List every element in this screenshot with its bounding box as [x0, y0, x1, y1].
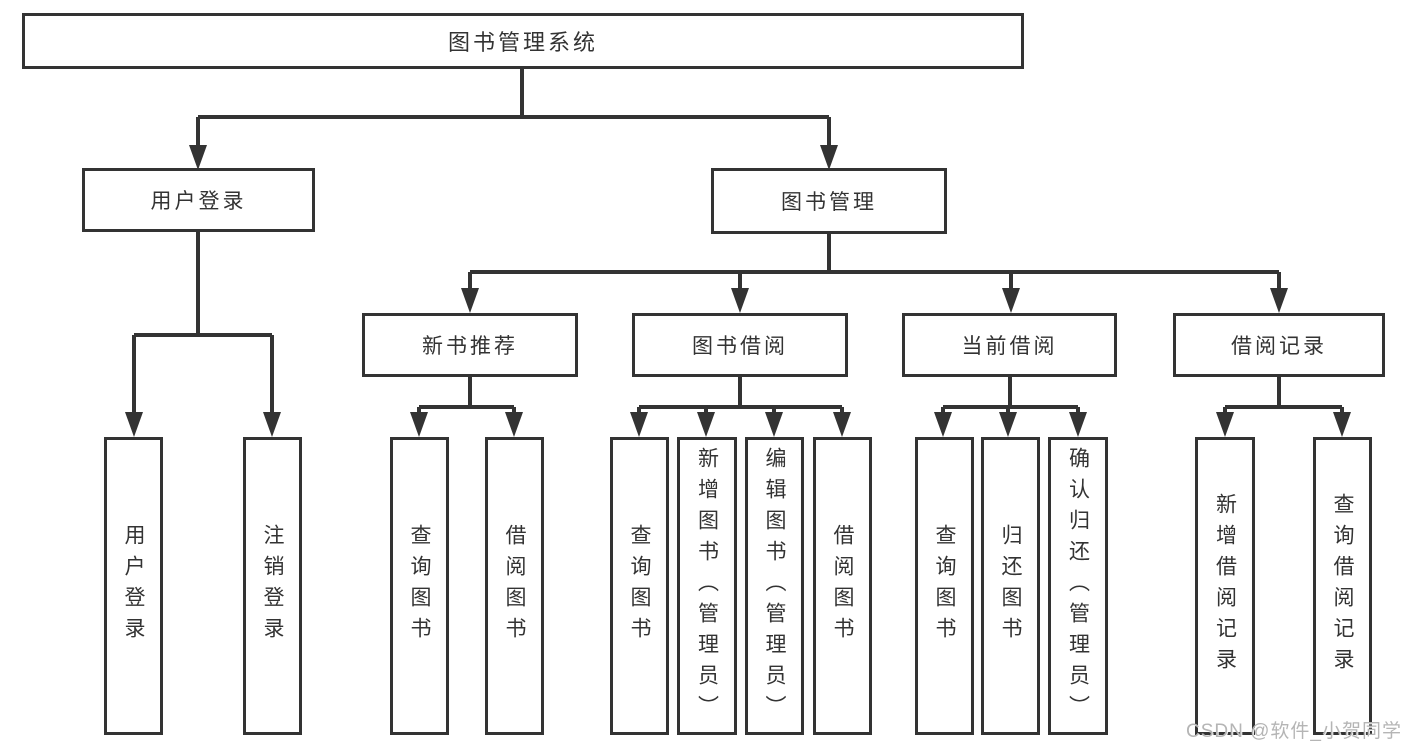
- connector-shafts: [132, 67, 1344, 414]
- leaf-label: 用户登录: [122, 524, 145, 648]
- node-new-book-recommend: 新书推荐: [362, 313, 578, 377]
- leaf-query-books-1: 查询图书: [390, 437, 449, 735]
- leaf-borrow-books-2: 借阅图书: [813, 437, 872, 735]
- leaf-logout: 注销登录: [243, 437, 302, 735]
- leaf-label: 查询图书: [933, 524, 956, 648]
- leaf-query-books-2: 查询图书: [610, 437, 669, 735]
- leaf-confirm-return-admin: 确认归还（管理员）: [1048, 437, 1108, 735]
- leaf-query-borrow-record: 查询借阅记录: [1313, 437, 1372, 735]
- leaf-label: 确认归还（管理员）: [1066, 446, 1090, 726]
- leaf-add-borrow-record: 新增借阅记录: [1195, 437, 1255, 735]
- node-book-management: 图书管理: [711, 168, 947, 234]
- watermark-text: CSDN @软件_小贺同学: [1186, 721, 1402, 742]
- leaf-borrow-books-1: 借阅图书: [485, 437, 544, 735]
- leaf-label: 注销登录: [261, 524, 284, 648]
- leaf-label: 借阅图书: [831, 524, 854, 648]
- leaf-user-login: 用户登录: [104, 437, 163, 735]
- leaf-label: 查询借阅记录: [1331, 493, 1354, 679]
- leaf-return-books: 归还图书: [981, 437, 1040, 735]
- connector-arrowheads: [125, 145, 1351, 437]
- leaf-label: 编辑图书（管理员）: [763, 446, 786, 726]
- node-current-borrowing: 当前借阅: [902, 313, 1117, 377]
- leaf-label: 新增借阅记录: [1213, 493, 1237, 679]
- leaf-label: 新增图书（管理员）: [695, 446, 719, 726]
- leaf-label: 查询图书: [628, 524, 651, 648]
- leaf-label: 查询图书: [408, 524, 431, 648]
- node-book-borrowing: 图书借阅: [632, 313, 848, 377]
- leaf-label: 借阅图书: [503, 524, 526, 648]
- leaf-add-book-admin: 新增图书（管理员）: [677, 437, 737, 735]
- node-borrowing-records: 借阅记录: [1173, 313, 1385, 377]
- leaf-query-books-3: 查询图书: [915, 437, 974, 735]
- node-library-management-system: 图书管理系统: [22, 13, 1024, 69]
- leaf-edit-book-admin: 编辑图书（管理员）: [745, 437, 804, 735]
- leaf-label: 归还图书: [999, 524, 1022, 648]
- node-user-login: 用户登录: [82, 168, 315, 232]
